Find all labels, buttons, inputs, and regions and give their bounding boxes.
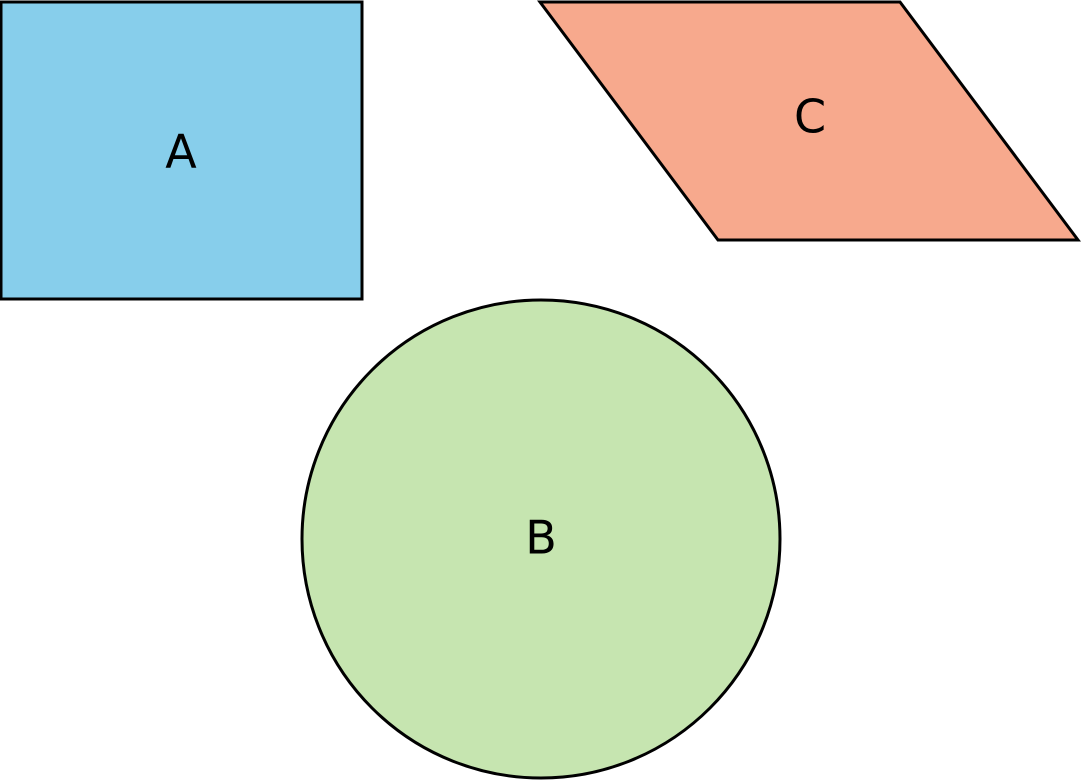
shape-circle-b[interactable]: B — [300, 298, 782, 780]
shape-rectangle-a[interactable]: A — [0, 0, 364, 301]
circle-b-body[interactable] — [300, 298, 782, 780]
parallelogram-c-body[interactable] — [537, 0, 1081, 242]
rectangle-a-label: A — [165, 125, 197, 179]
parallelogram-c-label: C — [794, 90, 826, 144]
rectangle-a-body[interactable] — [0, 0, 364, 301]
shape-parallelogram-c[interactable]: C — [537, 0, 1081, 242]
circle-b-label: B — [525, 511, 557, 565]
